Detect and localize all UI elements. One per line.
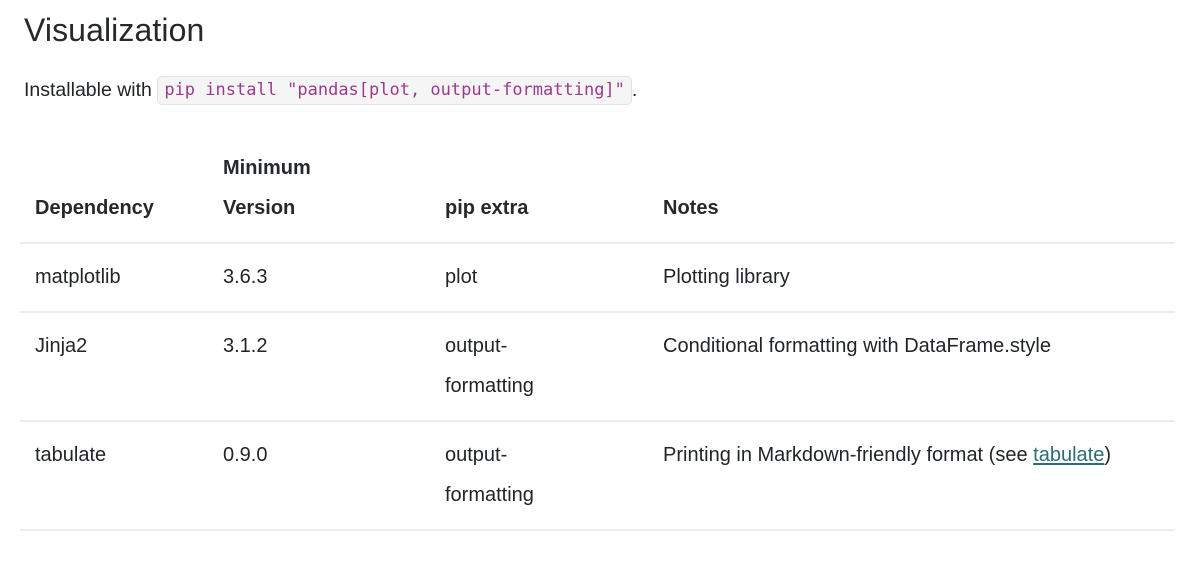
dependency-name: tabulate: [35, 444, 107, 466]
table-row: tabulate 0.9.0 output-formatting Printin…: [20, 421, 1175, 531]
cell-minimum-version: 3.6.3: [208, 243, 430, 313]
install-instruction-prefix: Installable with: [24, 79, 158, 101]
dependency-pip-extra: output-formatting: [445, 444, 534, 506]
cell-minimum-version: 3.1.2: [208, 312, 430, 422]
notes-tail: ): [1104, 444, 1111, 466]
dependency-notes: Conditional formatting with DataFrame.st…: [648, 326, 1150, 366]
table-row: matplotlib 3.6.3 plot Plotting library: [20, 243, 1175, 313]
column-header-dependency: Dependency: [20, 148, 208, 244]
column-header-pip-extra-label: pip extra: [445, 197, 529, 219]
cell-notes: Plotting library: [648, 243, 1175, 313]
cell-pip-extra: plot: [430, 243, 648, 313]
dependency-name: Jinja2: [35, 335, 88, 357]
dependency-notes: Plotting library: [648, 257, 1150, 297]
dependency-name: matplotlib: [35, 266, 121, 288]
cell-minimum-version: 0.9.0: [208, 421, 430, 531]
tabulate-link[interactable]: tabulate: [1033, 444, 1105, 466]
notes-text: Printing in Markdown-friendly format (se…: [663, 444, 1034, 466]
pip-install-command: pip install "pandas[plot, output-formatt…: [157, 76, 632, 105]
cell-dependency: tabulate: [20, 421, 208, 531]
dependency-version: 3.6.3: [223, 266, 268, 288]
dependency-pip-extra: output-formatting: [445, 335, 534, 397]
page-title: Visualization: [24, 12, 205, 48]
install-instruction: Installable with pip install "pandas[plo…: [24, 49, 1176, 105]
column-header-notes-label: Notes: [663, 197, 719, 219]
table-body: matplotlib 3.6.3 plot Plotting library J…: [20, 243, 1175, 531]
dependency-pip-extra: plot: [445, 266, 478, 288]
column-header-notes: Notes: [648, 148, 1175, 244]
cell-pip-extra: output-formatting: [430, 312, 648, 422]
column-header-dependency-label: Dependency: [35, 197, 154, 219]
notes-text: Conditional formatting with DataFrame.st…: [663, 335, 1051, 357]
column-header-pip-extra: pip extra: [430, 148, 648, 244]
cell-dependency: matplotlib: [20, 243, 208, 313]
cell-notes: Conditional formatting with DataFrame.st…: [648, 312, 1175, 422]
dependency-notes: Printing in Markdown-friendly format (se…: [648, 435, 1150, 475]
cell-dependency: Jinja2: [20, 312, 208, 422]
cell-pip-extra: output-formatting: [430, 421, 648, 531]
dependency-version: 3.1.2: [223, 335, 268, 357]
install-instruction-suffix: .: [631, 79, 638, 101]
minimum-version-line-1: Minimum: [223, 157, 311, 179]
cell-notes: Printing in Markdown-friendly format (se…: [648, 421, 1175, 531]
minimum-version-line-2: Version: [223, 197, 296, 219]
dependency-version: 0.9.0: [223, 444, 268, 466]
table-row: Jinja2 3.1.2 output-formatting Condition…: [20, 312, 1175, 422]
notes-text: Plotting library: [663, 266, 790, 288]
